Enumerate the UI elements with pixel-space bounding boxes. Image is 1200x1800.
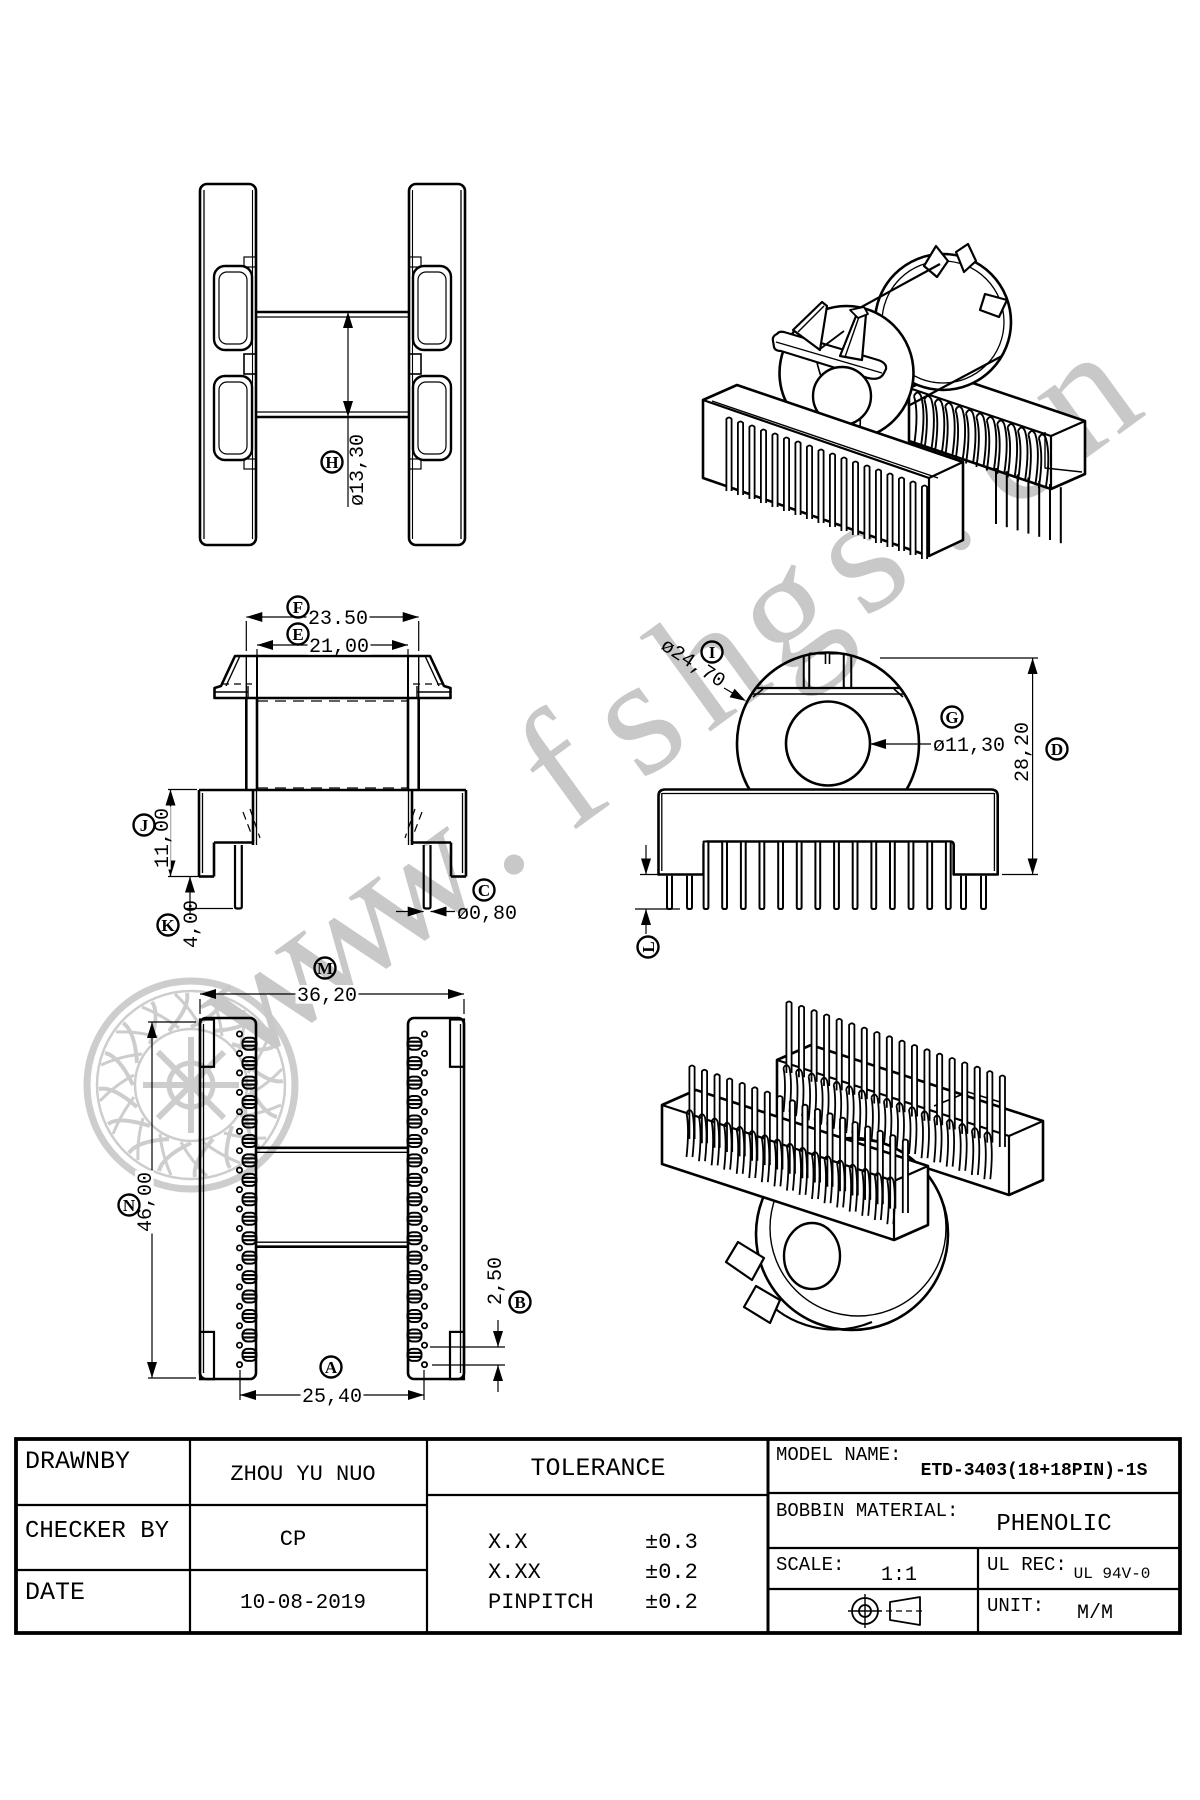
svg-text:1:1: 1:1 [881, 1564, 917, 1587]
svg-text:L: L [639, 941, 658, 952]
svg-text:25,40: 25,40 [302, 1386, 362, 1409]
svg-text:11,00: 11,00 [152, 808, 175, 868]
svg-text:G: G [945, 708, 958, 727]
svg-text:2,50: 2,50 [485, 1257, 508, 1305]
svg-text:ETD-3403(18+18PIN)-1S: ETD-3403(18+18PIN)-1S [921, 1461, 1148, 1481]
svg-text:E: E [292, 625, 303, 644]
svg-text:DATE: DATE [25, 1578, 85, 1607]
svg-text:UL REC:: UL REC: [987, 1554, 1067, 1576]
svg-text:ø11,30: ø11,30 [933, 735, 1005, 758]
svg-text:X.XX: X.XX [488, 1560, 541, 1585]
svg-text:±0.2: ±0.2 [645, 1590, 698, 1615]
svg-text:PHENOLIC: PHENOLIC [996, 1511, 1111, 1538]
svg-text:±0.2: ±0.2 [645, 1560, 698, 1585]
svg-text:D: D [1051, 740, 1063, 759]
svg-text:A: A [325, 1358, 338, 1377]
svg-text:F: F [293, 598, 303, 617]
svg-text:J: J [140, 816, 149, 835]
svg-text:UL 94V-0: UL 94V-0 [1074, 1565, 1151, 1583]
svg-text:10-08-2019: 10-08-2019 [240, 1592, 366, 1615]
svg-text:36,20: 36,20 [297, 985, 357, 1008]
svg-text:UNIT:: UNIT: [987, 1595, 1044, 1617]
svg-text:TOLERANCE: TOLERANCE [530, 1454, 665, 1483]
svg-text:M/M: M/M [1077, 1602, 1113, 1625]
svg-text:ø0,80: ø0,80 [457, 903, 517, 926]
svg-text:ø13,30: ø13,30 [347, 434, 370, 506]
svg-text:C: C [478, 881, 490, 900]
svg-text:I: I [709, 643, 716, 662]
svg-text:ZHOU YU NUO: ZHOU YU NUO [230, 1462, 375, 1487]
svg-text:46,00: 46,00 [135, 1172, 158, 1232]
svg-text:X.X: X.X [488, 1530, 528, 1555]
svg-text:M: M [317, 959, 333, 978]
svg-text:N: N [123, 1196, 136, 1215]
svg-text:23.50: 23.50 [308, 608, 368, 631]
svg-text:DRAWNBY: DRAWNBY [25, 1447, 130, 1476]
svg-text:K: K [161, 916, 175, 935]
svg-text:±0.3: ±0.3 [645, 1530, 698, 1555]
svg-text:28,20: 28,20 [1012, 722, 1035, 782]
svg-text:CP: CP [280, 1527, 306, 1552]
svg-text:CHECKER BY: CHECKER BY [25, 1518, 169, 1545]
svg-text:B: B [514, 1293, 525, 1312]
svg-text:SCALE:: SCALE: [776, 1554, 844, 1576]
svg-text:BOBBIN MATERIAL:: BOBBIN MATERIAL: [776, 1500, 958, 1522]
svg-text:MODEL NAME:: MODEL NAME: [776, 1444, 901, 1466]
svg-text:H: H [325, 453, 338, 472]
svg-text:21,00: 21,00 [309, 636, 369, 659]
svg-text:PINPITCH: PINPITCH [488, 1590, 594, 1615]
svg-text:4,00: 4,00 [181, 900, 204, 948]
